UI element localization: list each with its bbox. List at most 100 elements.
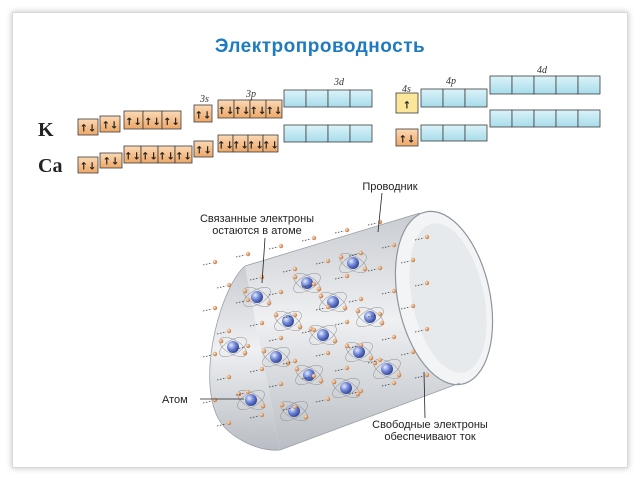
orbital-group-k-3d <box>283 89 373 108</box>
free-electron <box>216 420 232 427</box>
orbital-group-k-1s: ↑↓ <box>77 118 99 136</box>
spin-pair-arrows: ↑↓ <box>232 140 249 151</box>
free-electron <box>301 235 317 242</box>
element-potassium: K <box>38 119 54 141</box>
conductor-label: Проводник <box>362 181 417 193</box>
orbital-group-k-2p: ↑↓↑↓↑↓ <box>123 110 182 130</box>
spin-pair-arrows: ↑↓ <box>158 151 175 162</box>
atom <box>273 311 303 331</box>
orbital-box <box>77 118 99 136</box>
spin-pair-arrows: ↑↓ <box>250 106 267 117</box>
nucleus <box>381 363 393 375</box>
free-electron <box>414 280 430 287</box>
atom <box>218 337 248 357</box>
spin-pair-arrows: ↑↓ <box>144 117 161 128</box>
free-electron <box>381 334 397 341</box>
free-electron <box>268 289 284 296</box>
atom <box>355 307 385 327</box>
spin-pair-arrows: ↑↓ <box>125 117 142 128</box>
label-4s: 4s <box>402 84 411 95</box>
spin-pair-arrows: ↑↓ <box>399 134 416 145</box>
bound-electron <box>292 274 298 280</box>
bound-electron <box>338 254 344 260</box>
free-electron <box>334 365 350 372</box>
atom <box>318 292 348 312</box>
spin-pair-arrows: ↑↓ <box>141 151 158 162</box>
bound-electron <box>260 403 266 409</box>
bound-electron <box>303 414 309 420</box>
bound-electron <box>261 348 267 354</box>
free-electron <box>249 412 265 419</box>
atom <box>372 359 402 379</box>
nucleus <box>301 277 313 289</box>
free-electron <box>400 303 416 310</box>
free-electron <box>216 374 232 381</box>
bound-electron <box>372 360 378 366</box>
orbital-group-k-3s: ↑↓ <box>193 104 213 123</box>
free-electron <box>348 296 364 303</box>
bound-electrons-label-line1: Связанные электроны <box>200 213 314 225</box>
bound-electron <box>344 343 350 349</box>
spin-pair-arrows: ↑↓ <box>266 106 283 117</box>
orbital-box <box>349 89 373 108</box>
nucleus <box>364 311 376 323</box>
nucleus <box>251 291 263 303</box>
orbital-group-ca-3s: ↑↓ <box>193 140 214 158</box>
bound-electron <box>242 288 248 294</box>
label-3p: 3p <box>245 89 256 100</box>
orbital-box <box>193 140 214 158</box>
free-electron <box>301 327 317 334</box>
spin-pair-arrows: ↑↓ <box>234 106 251 117</box>
orbital-box <box>349 124 373 143</box>
free-electron <box>414 326 430 333</box>
bound-electron <box>355 308 361 314</box>
orbital-box <box>577 109 601 128</box>
orbital-group-ca-4p <box>420 124 488 142</box>
free-electron <box>381 288 397 295</box>
spin-pair-arrows: ↑↓ <box>217 140 234 151</box>
free-electron <box>268 381 284 388</box>
orbital-group-ca-2p: ↑↓↑↓↑↓↑↓ <box>123 145 193 164</box>
free-electrons-leader-line <box>423 371 426 419</box>
free-electron <box>367 357 383 364</box>
free-electron <box>334 319 350 326</box>
free-electron <box>235 343 251 350</box>
free-electron <box>367 311 383 318</box>
orbital-group-ca-3d <box>283 124 373 143</box>
conductor-leader-line <box>377 192 383 233</box>
free-electron <box>414 372 430 379</box>
free-electron <box>268 335 284 342</box>
bound-electron <box>379 320 385 326</box>
atom <box>338 253 368 273</box>
orbital-box <box>262 134 279 153</box>
spin-pair-arrows: ↑↓ <box>175 151 192 162</box>
bound-electron <box>294 366 300 372</box>
label-3d: 3d <box>333 77 345 88</box>
single-spin-arrow: ↑ <box>403 101 411 112</box>
bound-electron <box>396 372 402 378</box>
orbital-box <box>99 152 123 169</box>
orbital-box <box>577 75 601 95</box>
atom <box>308 325 338 345</box>
orbital-box <box>395 128 419 147</box>
bound-electron <box>368 355 374 361</box>
electron-configuration-diagram: ↑↓↑↓↑↓↑↓↑↓↑↓↑↓↑↓↑↓↑↓↑↑↓↑↓↑↓↑↓↑↓↑↓↑↓↑↓↑↓↑… <box>77 65 601 174</box>
element-calcium: Ca <box>38 155 63 177</box>
orbital-group-ca-4s: ↑↓ <box>395 128 419 147</box>
bound-electron <box>355 391 361 397</box>
orbital-group-k-4d <box>489 75 601 95</box>
free-electron <box>348 250 364 257</box>
nucleus <box>353 346 365 358</box>
orbital-box <box>265 99 283 119</box>
free-electron <box>282 312 298 319</box>
bound-electron <box>316 286 322 292</box>
spin-pair-arrows: ↑↓ <box>124 151 141 162</box>
free-electron <box>268 243 284 250</box>
atom <box>242 287 272 307</box>
spin-pair-arrows: ↑↓ <box>195 145 212 156</box>
spin-pair-arrows: ↑↓ <box>102 120 119 131</box>
atom <box>279 401 309 421</box>
nucleus <box>317 329 329 341</box>
free-electron <box>235 389 251 396</box>
